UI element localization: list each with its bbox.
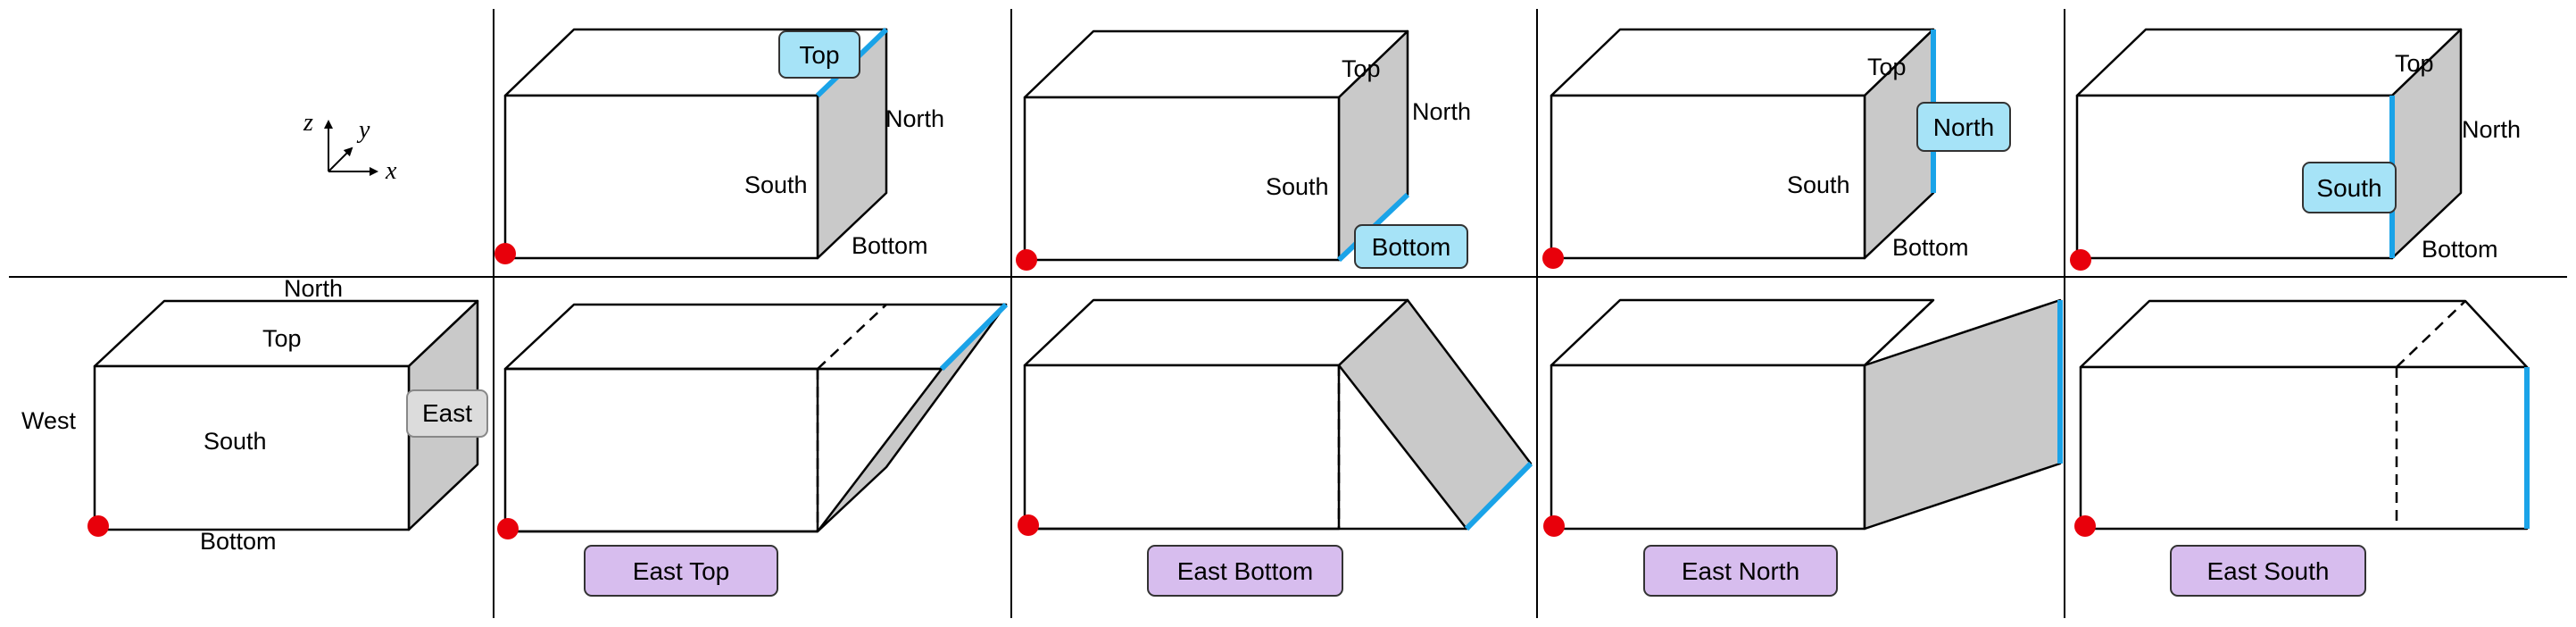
op-east-south-label: East South: [2207, 557, 2330, 585]
z-axis-label: z: [303, 109, 313, 137]
grid: [9, 9, 2567, 618]
op-east-south-box: [2079, 299, 2529, 531]
box-3-north-tag: [1916, 102, 2011, 152]
reference-label-east: East: [422, 399, 472, 427]
origin-dot: [2070, 249, 2091, 271]
reference-box: [93, 299, 479, 531]
reference-label-north: North: [284, 275, 343, 302]
box-3-label-south: South: [1787, 171, 1850, 198]
reference-label-bottom: Bottom: [200, 528, 277, 555]
op-east-bottom-box: [1023, 298, 1533, 531]
x-axis-label: x: [385, 157, 397, 185]
op-east-top-box: [503, 303, 1008, 533]
y-axis-label: y: [356, 116, 370, 144]
op-1-hidden-top: [817, 304, 887, 370]
op-4-hidden-top: [2396, 300, 2466, 368]
box-1-label-top: Top: [799, 41, 839, 69]
box-1-front-face: [503, 94, 819, 260]
op-3-top-face: [1550, 298, 1935, 367]
box-2-label-bottom: Bottom: [1372, 233, 1451, 261]
box-4-south-tag: [2302, 162, 2397, 213]
op-3-front-face: [1550, 364, 1866, 531]
box-4-label-south: South: [2316, 174, 2381, 202]
origin-dot: [494, 243, 516, 264]
origin-dot: [2074, 515, 2096, 537]
box-1-top-tag: [778, 30, 860, 79]
top-row-box-2: [1023, 29, 1409, 262]
box-1-label-bottom: Bottom: [852, 232, 928, 259]
op-2-highlight-edge: [1464, 461, 1533, 531]
origin-dot: [1543, 515, 1565, 537]
reference-label-top: Top: [262, 325, 302, 352]
op-1-highlight-edge: [939, 302, 1009, 372]
origin-dot: [87, 515, 109, 537]
op-4-top-face: [2079, 299, 2529, 369]
op-1-top-face: [503, 303, 1008, 371]
box-3-front-face: [1550, 94, 1866, 260]
op-2-front-face: [1023, 364, 1341, 531]
box-2-bottom-tag: [1354, 224, 1468, 269]
origin-dot: [1016, 249, 1037, 271]
reference-box-front-face: [93, 364, 411, 531]
op-4-front-face: [2079, 365, 2529, 531]
op-1-hidden-edges: [816, 304, 887, 531]
op-east-bottom-label: East Bottom: [1177, 557, 1314, 585]
op-3-hidden-top: [1864, 299, 1934, 366]
op-east-bottom-tag: [1147, 545, 1343, 597]
op-east-north-box: [1550, 298, 2062, 531]
reference-label-west: West: [21, 407, 77, 434]
box-4-label-north: North: [2462, 116, 2521, 143]
op-3-hidden-edges: [1864, 299, 1934, 366]
box-4-label-bottom: Bottom: [2422, 236, 2498, 263]
box-3-label-north: North: [1933, 113, 1994, 141]
box-1-label-south: South: [744, 171, 808, 198]
box-2-front-face: [1023, 96, 1341, 262]
box-2-label-north: North: [1412, 98, 1471, 125]
op-east-north-tag: [1643, 545, 1838, 597]
reference-east-tag: [406, 389, 488, 438]
origin-dot: [497, 518, 519, 539]
box-3-label-top: Top: [1867, 54, 1907, 80]
op-1-front-face: [503, 367, 819, 533]
top-row-box-3: [1550, 28, 1935, 260]
op-east-south-tag: [2170, 545, 2366, 597]
op-4-hidden-edges: [2395, 300, 2466, 529]
reference-label-south: South: [204, 428, 267, 455]
box-4-label-top: Top: [2395, 50, 2434, 77]
y-axis-arrow: [328, 146, 353, 172]
box-2-label-south: South: [1266, 173, 1329, 200]
origin-dot: [1542, 247, 1564, 269]
axis-indicator: [324, 120, 378, 176]
origin-dot: [1018, 514, 1039, 536]
box-1-label-north: North: [885, 105, 944, 132]
op-east-top-tag: [584, 545, 778, 597]
op-east-top-label: East Top: [633, 557, 729, 585]
op-east-north-label: East North: [1682, 557, 1799, 585]
box-2-label-top: Top: [1342, 55, 1381, 82]
box-3-label-bottom: Bottom: [1892, 234, 1969, 261]
top-row-box-4: [2075, 28, 2463, 260]
